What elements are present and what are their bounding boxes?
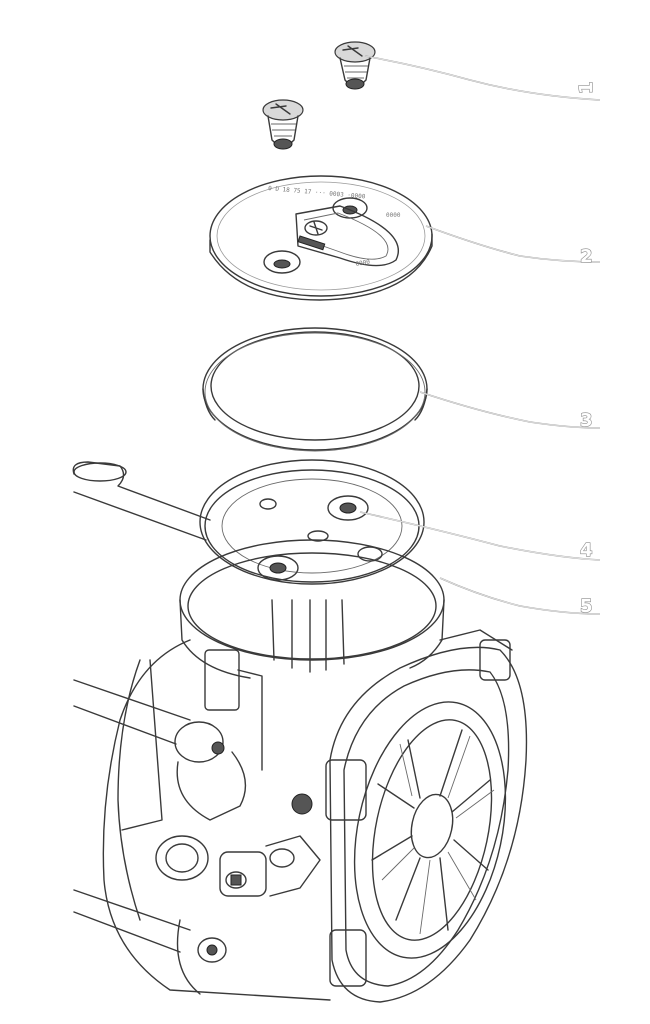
callout-2: 2 [580, 246, 593, 267]
screw-upper [334, 41, 376, 90]
callout-5: 5 [580, 596, 593, 617]
callout-3: 3 [580, 410, 593, 431]
svg-text:0000: 0000 [386, 212, 401, 219]
screw-lower [262, 99, 304, 150]
valve-body [72, 461, 528, 1003]
cover-plate: 0 D 18 75 17 ··· 0003 ·0000 0000 0000 [209, 175, 433, 301]
leader-lines [359, 55, 601, 615]
svg-text:0000: 0000 [355, 258, 371, 267]
valve-disc [199, 459, 425, 585]
o-ring [202, 327, 428, 452]
callout-1: 1 [576, 81, 597, 94]
callout-4: 4 [580, 540, 593, 561]
